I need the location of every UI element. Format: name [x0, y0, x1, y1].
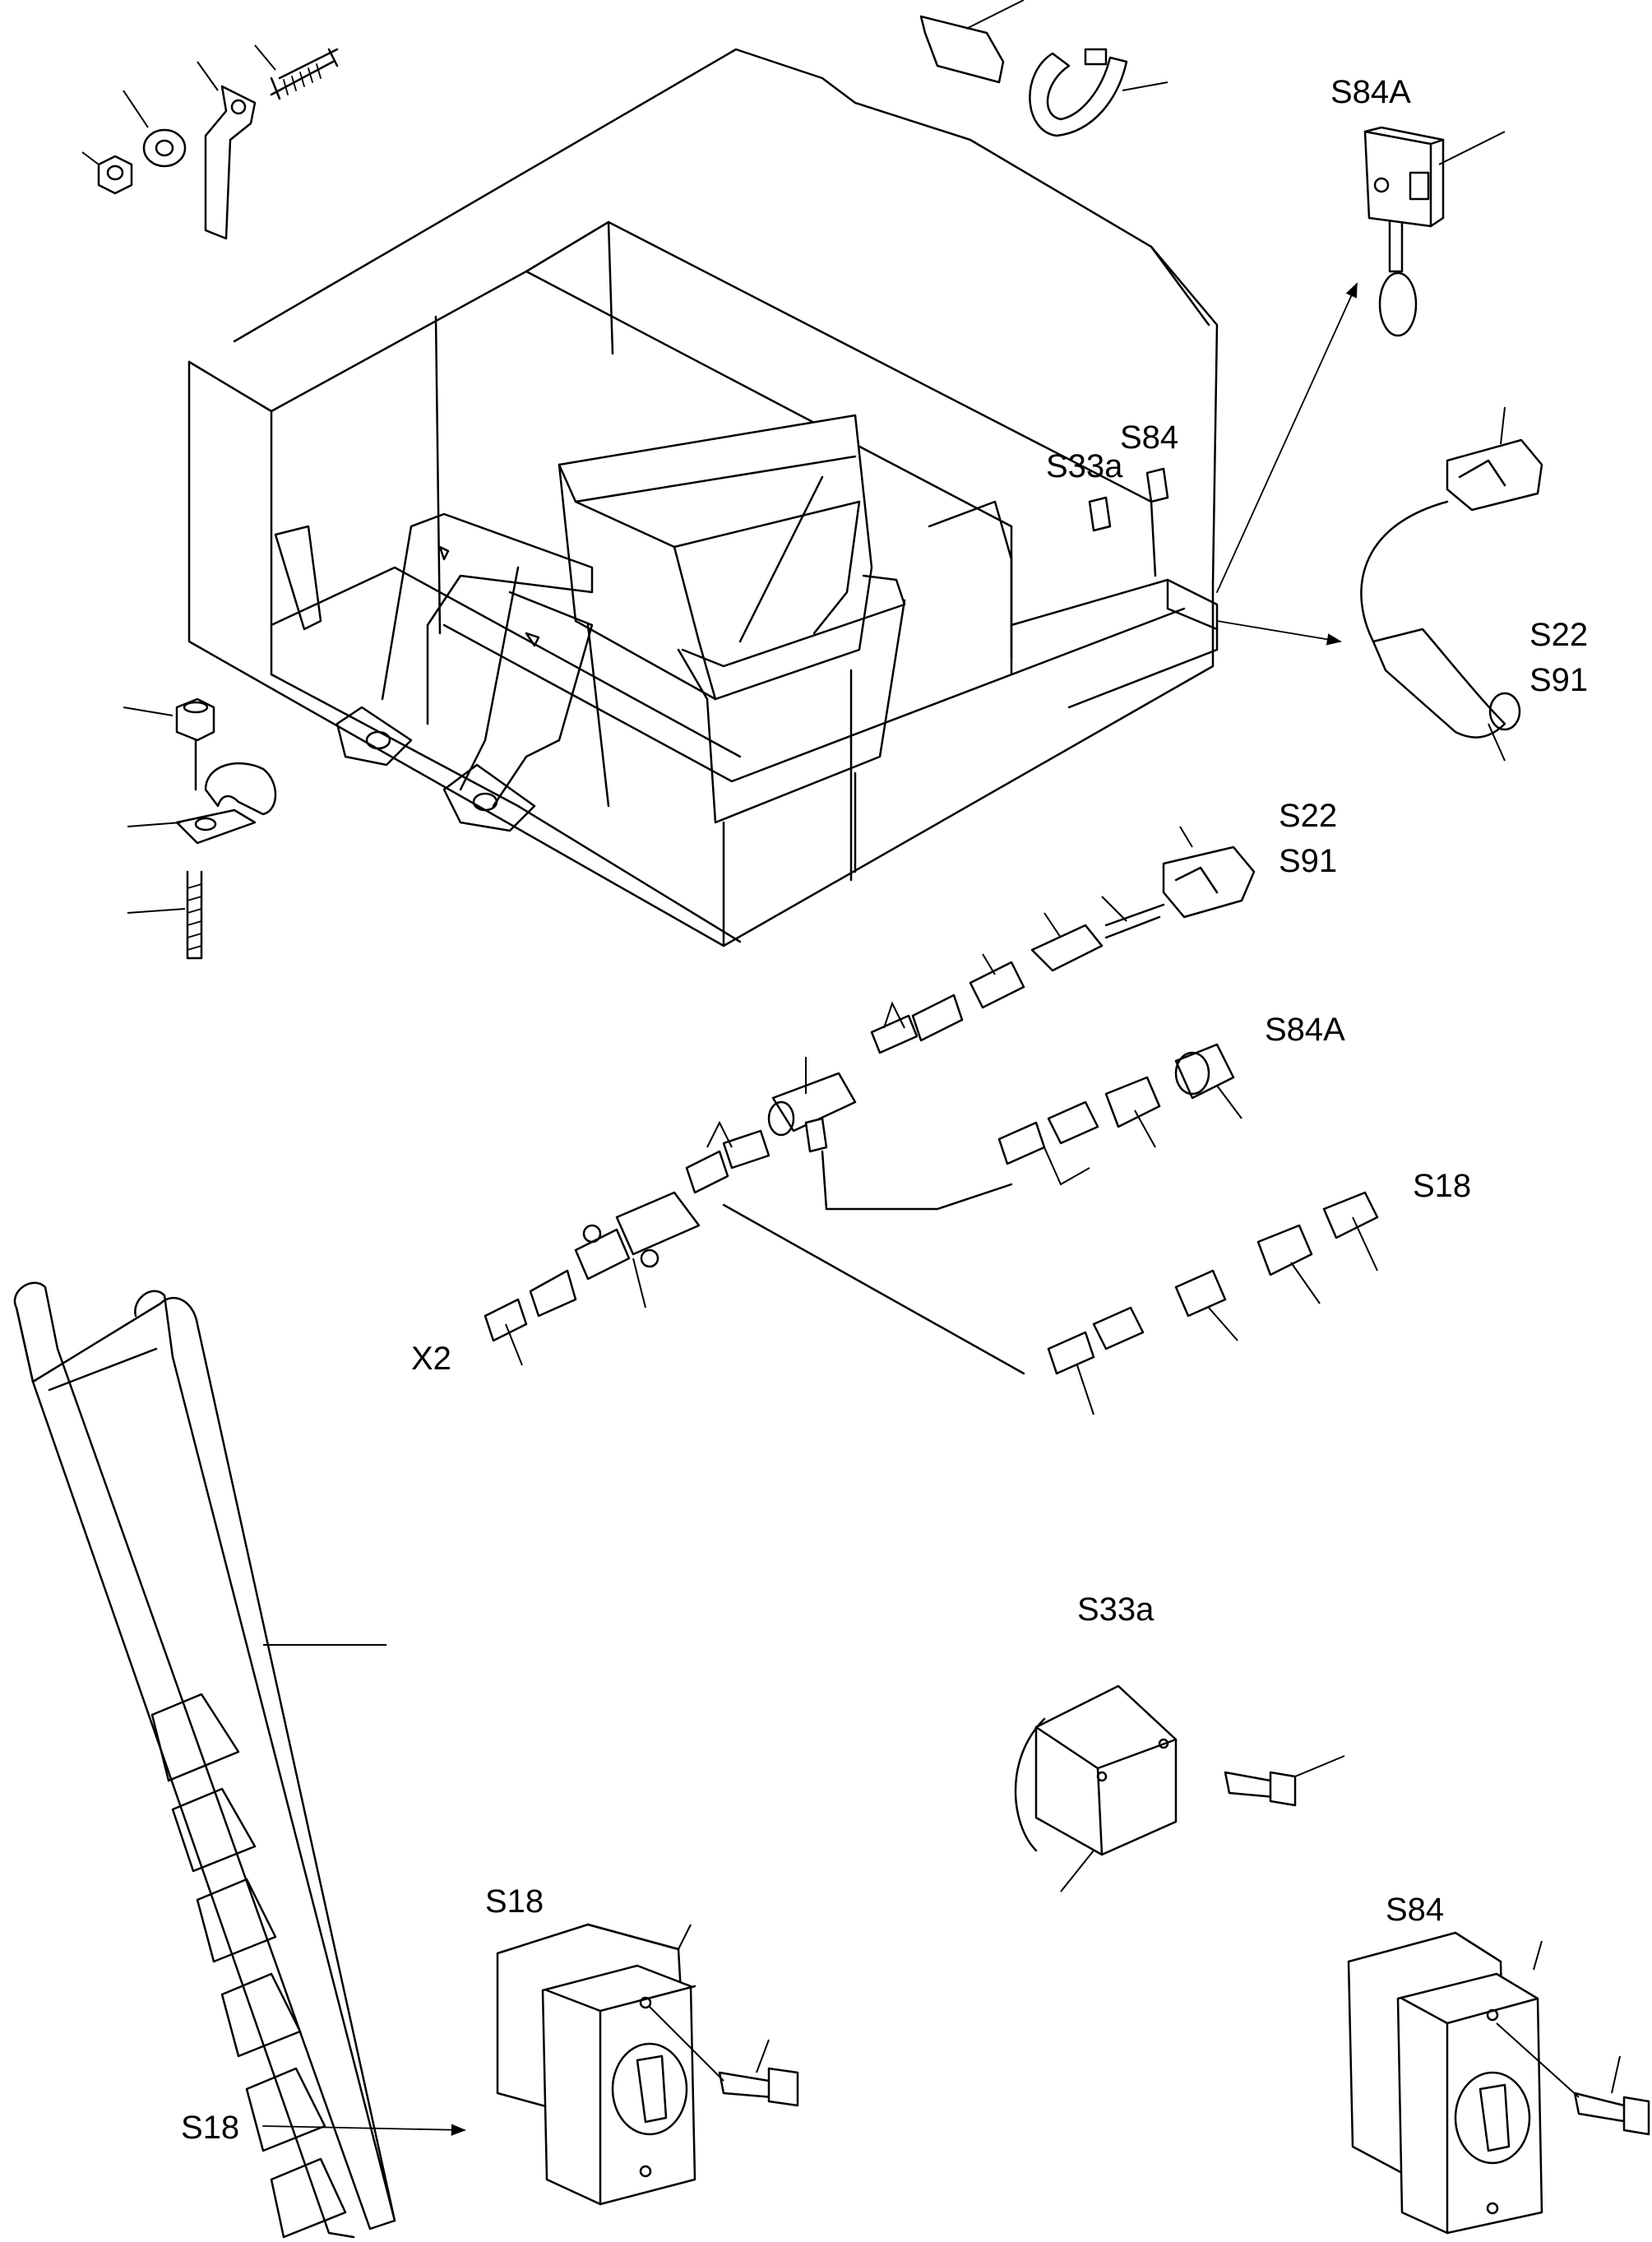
cab-assembly [187, 48, 1358, 947]
s18-ladder-label: S18 [181, 2110, 239, 2146]
s22-right-label: S22 [1529, 617, 1588, 653]
cable-tie [919, 0, 1168, 137]
s84-detail: S84 [1347, 1892, 1650, 2235]
x2-label: X2 [411, 1341, 451, 1377]
s91-conn-label: S91 [1279, 843, 1337, 879]
bracket-hardware [81, 44, 339, 240]
s33a-detail: S33a [1014, 1591, 1345, 1892]
s33a-panel-label: S33a [1046, 448, 1123, 484]
clamp-hardware [123, 697, 277, 960]
s84-detail-label: S84 [1386, 1892, 1444, 1928]
s84-panel-label: S84 [1120, 419, 1178, 456]
ladder: S18 [13, 1281, 466, 2239]
s33a-panel-switch [1088, 496, 1112, 532]
s91-right-label: S91 [1529, 662, 1588, 698]
s84a-conn-label: S84A [1265, 1012, 1345, 1048]
s22-s91-sensor: S22 S91 [1360, 406, 1588, 762]
s33a-detail-label: S33a [1077, 1591, 1155, 1628]
s84a-switch: S84A [1330, 74, 1506, 337]
s84-panel-switch [1145, 467, 1169, 503]
s18-conn-label: S18 [1413, 1168, 1471, 1204]
connector-harness: S22 S91 X2 S84A [411, 798, 1471, 1415]
s18-detail: S18 [485, 1883, 799, 2206]
s22-conn-label: S22 [1279, 798, 1337, 834]
s84a-top-label: S84A [1330, 74, 1411, 110]
s18-detail-label: S18 [485, 1883, 544, 1920]
